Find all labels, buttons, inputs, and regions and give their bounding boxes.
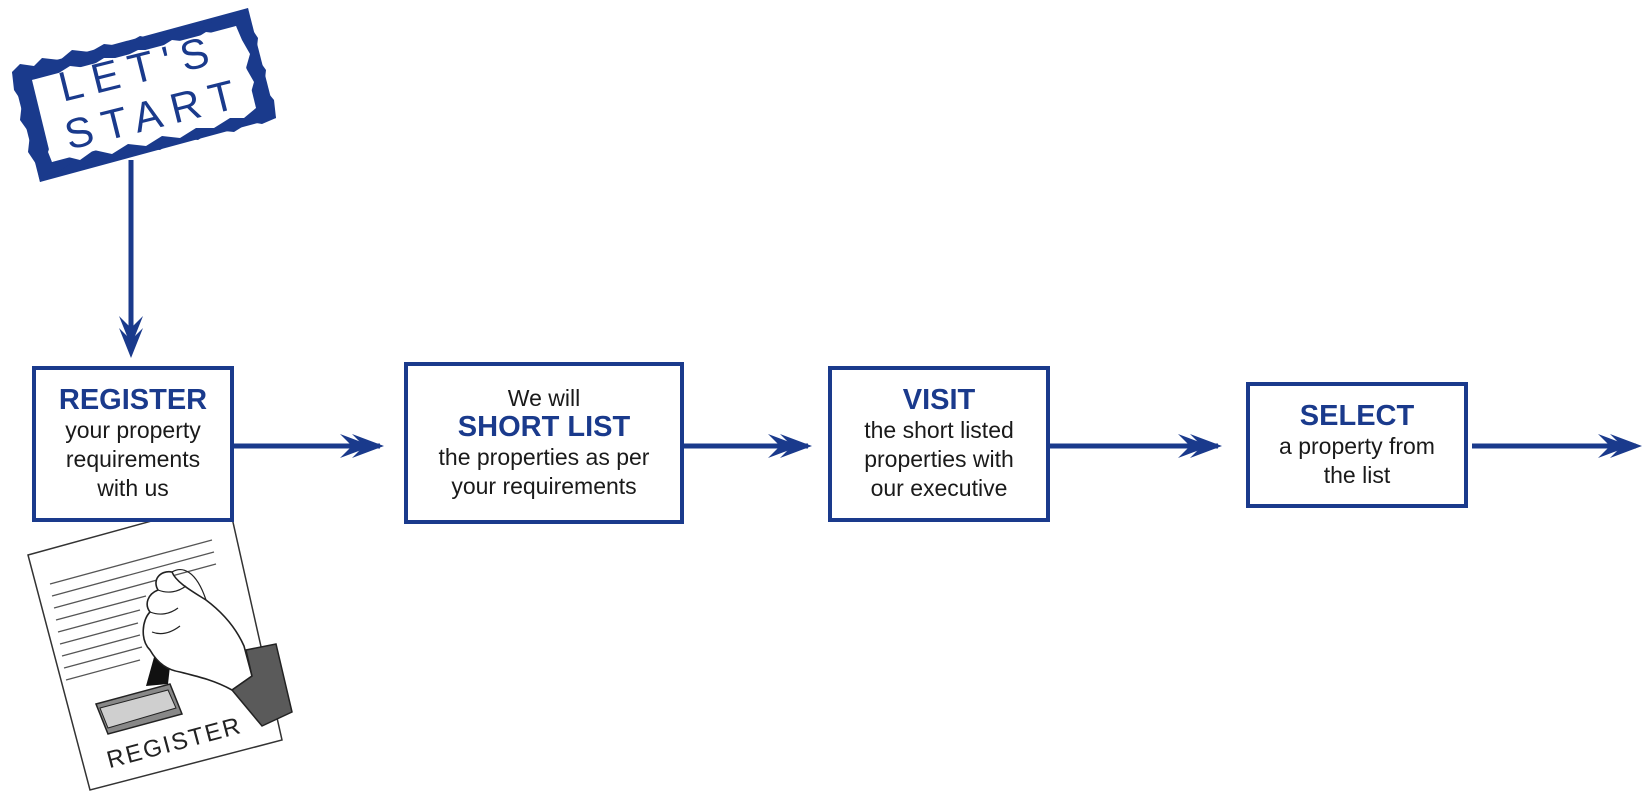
- step-register-heading: REGISTER: [58, 384, 208, 416]
- step-shortlist-line-2: your requirements: [451, 473, 637, 499]
- step-shortlist-line-1: the properties as per: [438, 444, 650, 470]
- stamping-hand-icon: [94, 569, 293, 735]
- step-shortlist-heading: SHORT LIST: [457, 411, 631, 443]
- step-select-heading: SELECT: [1299, 399, 1415, 432]
- lets-start-stamp-frame: [12, 8, 276, 182]
- arrow-visit-to-select: [1050, 434, 1222, 458]
- step-visit-heading: VISIT: [902, 384, 976, 416]
- arrow-start-to-register: [119, 160, 143, 358]
- arrow-register-to-shortlist: [234, 434, 384, 458]
- arrow-shortlist-to-visit: [684, 434, 812, 458]
- step-register-line-1: your property: [65, 417, 201, 443]
- step-select-box: SELECT a property from the list: [1246, 382, 1468, 508]
- step-visit-line-3: our executive: [870, 475, 1008, 501]
- step-shortlist-box: We will SHORT LIST the properties as per…: [404, 362, 684, 524]
- step-register-line-3: with us: [97, 475, 169, 501]
- step-shortlist-intro: We will: [507, 385, 581, 411]
- step-register-line-2: requirements: [65, 446, 201, 472]
- step-register-box: REGISTER your property requirements with…: [32, 366, 234, 522]
- arrow-select-to-end: [1472, 434, 1642, 458]
- step-visit-line-1: the short listed: [864, 417, 1014, 443]
- step-visit-box: VISIT the short listed properties with o…: [828, 366, 1050, 522]
- step-select-line-2: the list: [1323, 461, 1391, 488]
- step-select-line-1: a property from: [1279, 432, 1435, 459]
- step-visit-line-2: properties with: [864, 446, 1014, 472]
